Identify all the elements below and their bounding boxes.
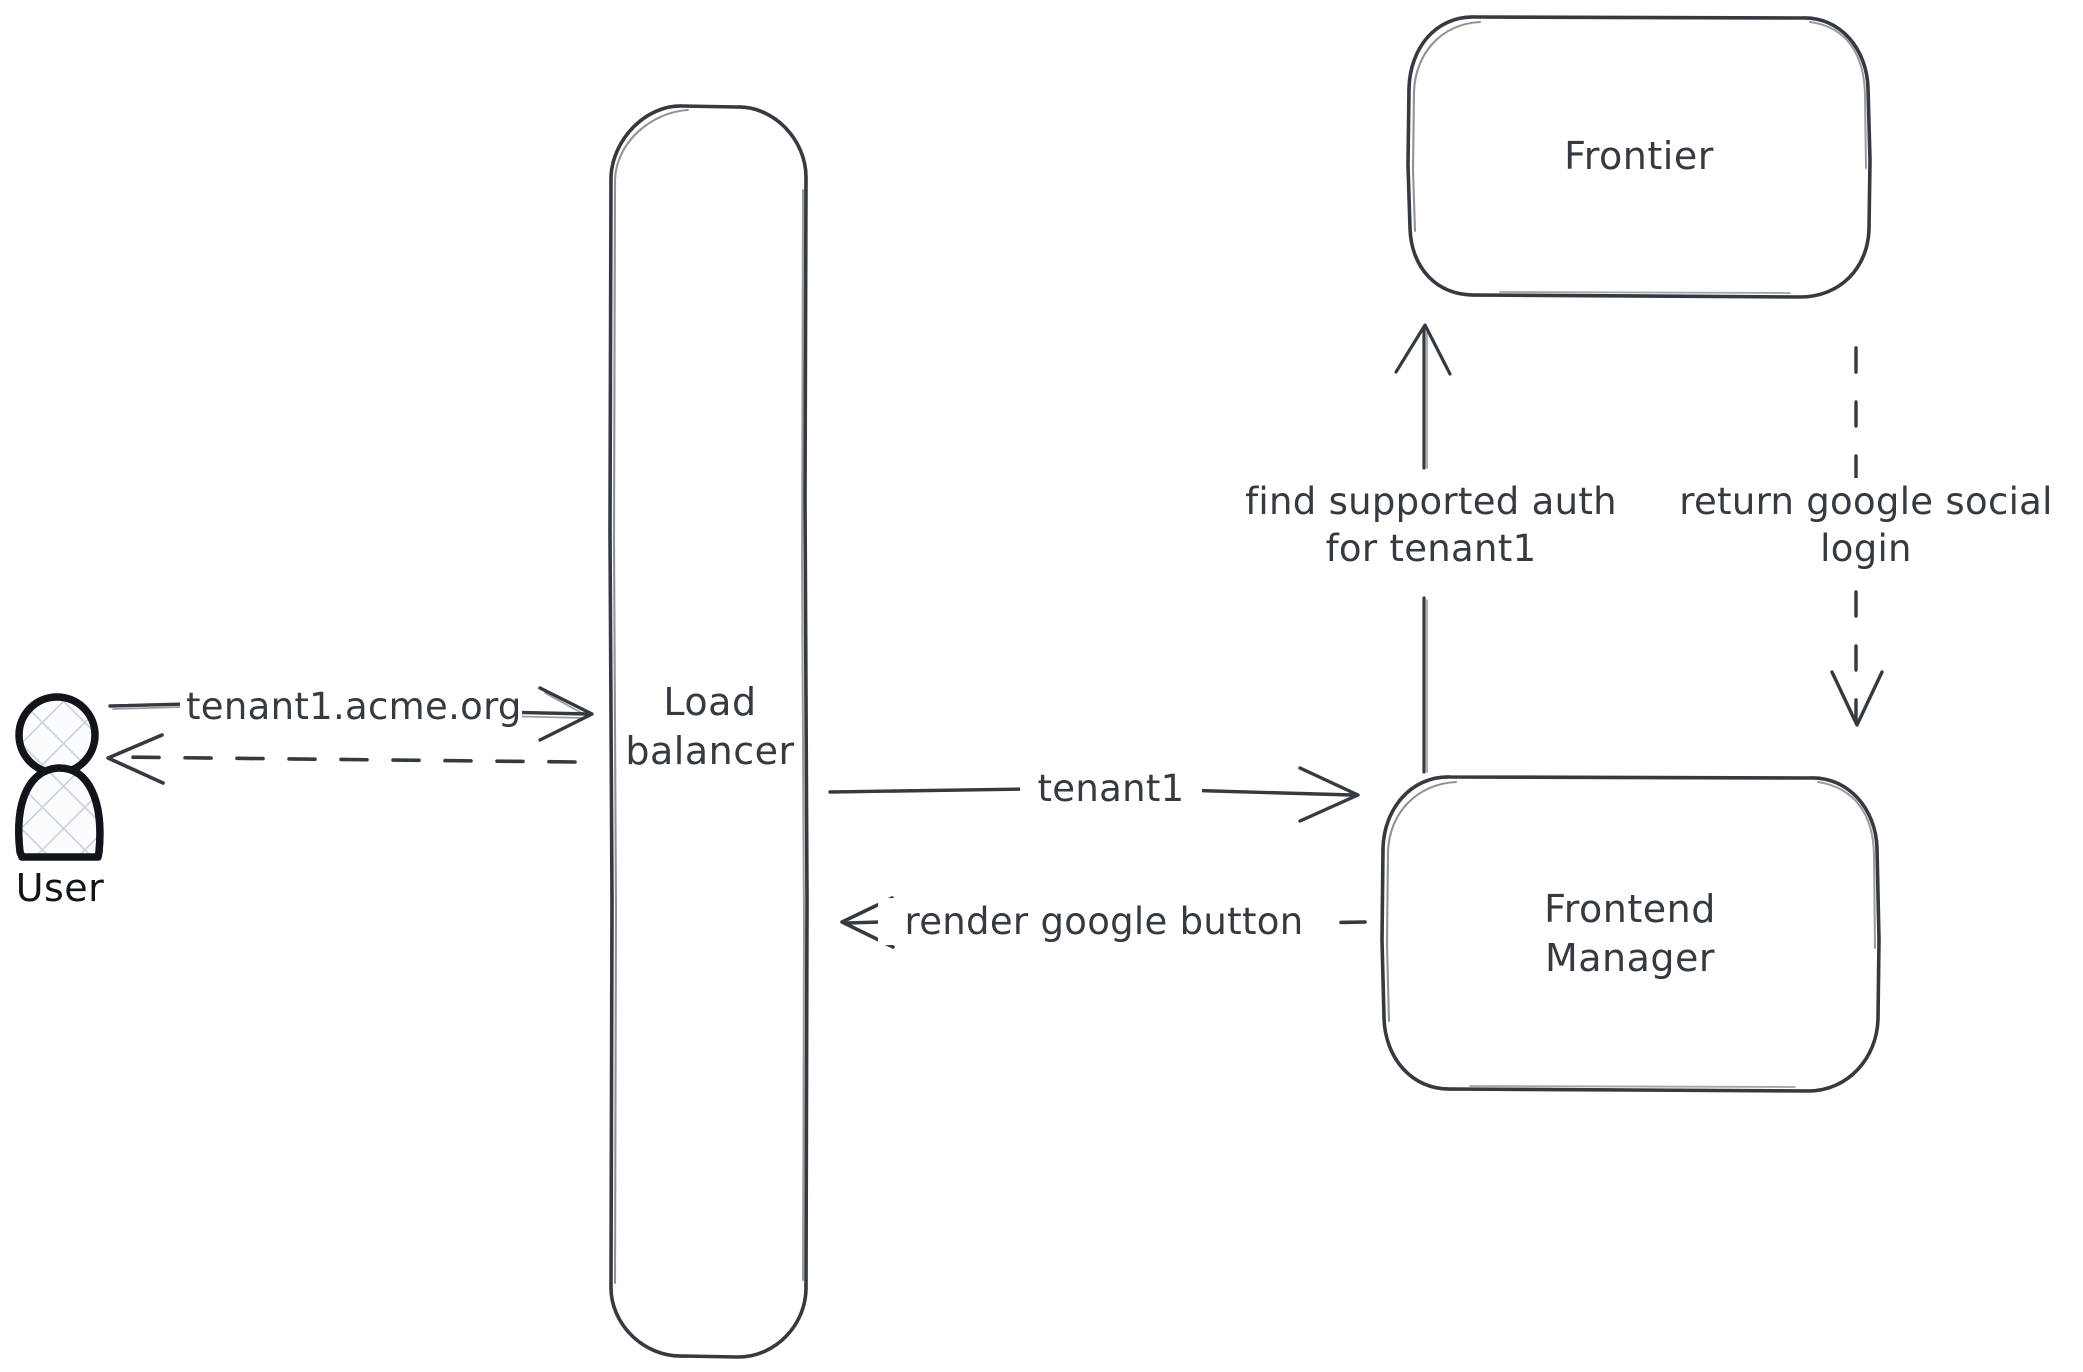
edge-label-user-to-lb: tenant1.acme.org — [180, 683, 522, 731]
edge-fm-to-frontier — [1394, 323, 1452, 774]
actor-label-user: User — [15, 866, 105, 910]
node-frontier[interactable] — [1406, 15, 1872, 299]
node-frontend-manager[interactable] — [1380, 775, 1881, 1093]
edge-lb-to-fm — [828, 766, 1360, 823]
node-load-balancer[interactable] — [608, 104, 809, 1359]
edge-fm-to-lb — [840, 896, 1367, 949]
edge-label-lb-to-fm: tenant1 — [1020, 765, 1202, 813]
edge-label-fm-to-frontier: find supported auth for tenant1 — [1205, 478, 1657, 573]
edge-lb-to-user — [106, 733, 577, 785]
edge-label-frontier-to-fm: return google social login — [1650, 478, 2082, 573]
edge-label-fm-to-lb: render google button — [878, 898, 1330, 946]
person-icon[interactable] — [15, 693, 104, 861]
edge-frontier-to-fm — [1830, 346, 1884, 727]
